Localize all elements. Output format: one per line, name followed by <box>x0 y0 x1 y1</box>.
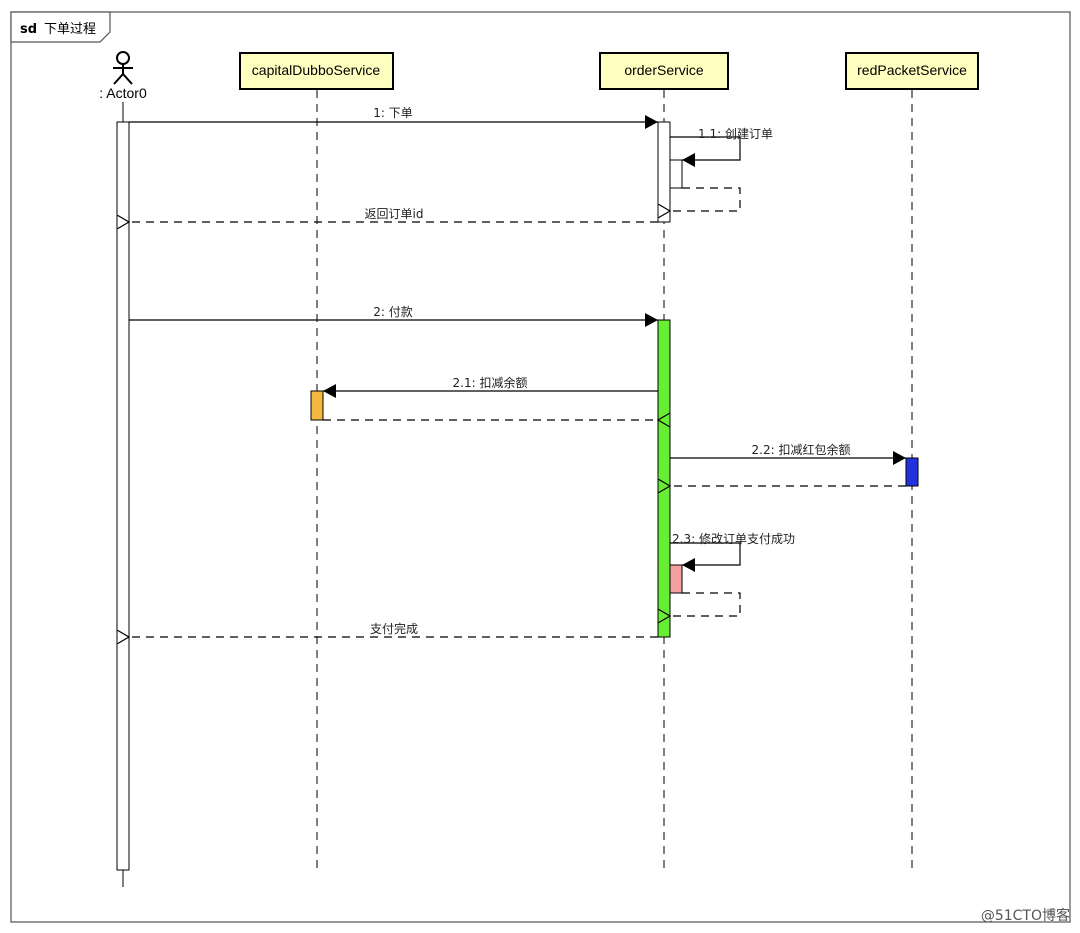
message-label-2-3: 2.3: 修改订单支付成功 <box>672 531 795 546</box>
return-label-2: 支付完成 <box>370 621 418 636</box>
diagram-frame <box>10 11 1071 923</box>
return-label-1: 返回订单id <box>365 207 424 221</box>
actor-activation <box>116 121 130 871</box>
order-activation-1 <box>657 121 671 223</box>
lifeline-label-order: orderService <box>624 62 704 78</box>
self-return-arrow-1-1 <box>670 187 741 211</box>
message-label-1-1: 1.1: 创建订单 <box>698 127 773 141</box>
lifeline-head-redpacket <box>845 52 979 90</box>
order-activation-2-nested <box>669 564 683 594</box>
frame-keyword: sd <box>20 22 37 37</box>
self-return-arrow-2-3 <box>670 592 741 616</box>
lifeline-label-capital: capitalDubboService <box>252 62 381 78</box>
message-label-2-1: 2.1: 扣减余额 <box>453 375 528 390</box>
capital-activation <box>310 390 324 421</box>
order-activation-1-nested <box>669 159 683 189</box>
order-activation-2 <box>657 319 671 638</box>
actor-label: : Actor0 <box>99 85 147 101</box>
redpacket-activation <box>905 457 919 487</box>
lifeline-label-redpacket: redPacketService <box>857 62 967 78</box>
self-message-arrow-2-3 <box>670 542 741 572</box>
actor-figure-icon <box>113 51 133 85</box>
watermark-text: @51CTO博客 <box>981 907 1070 924</box>
message-label-2: 2: 付款 <box>373 305 413 319</box>
frame-tab <box>10 11 111 43</box>
message-label-2-2: 2.2: 扣减红包余额 <box>752 442 851 457</box>
lifeline-head-capital <box>239 52 394 90</box>
message-label-1: 1: 下单 <box>373 106 413 120</box>
lifeline-head-order <box>599 52 729 90</box>
self-message-arrow-1-1 <box>670 136 741 167</box>
frame-title: 下单过程 <box>44 22 96 37</box>
